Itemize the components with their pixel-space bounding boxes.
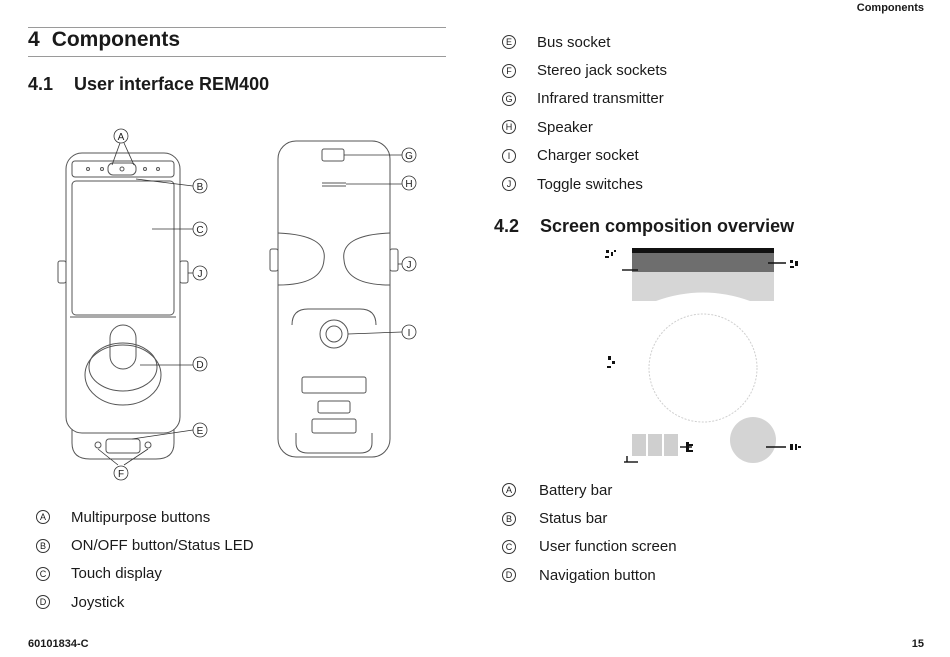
chapter-title: Components <box>51 28 181 51</box>
toggle-switch-left <box>57 260 67 284</box>
infrared-transmitter <box>321 148 345 162</box>
section-heading-4-1: 4.1 User interface REM400 <box>28 74 269 95</box>
running-head: Components <box>856 2 924 14</box>
section-title: User interface REM400 <box>74 74 270 94</box>
front-bottom-module <box>71 429 175 460</box>
svg-text:B: B <box>197 182 204 193</box>
section-title: Screen composition overview <box>540 216 795 236</box>
user-function-screen <box>648 313 758 423</box>
page-number: 15 <box>911 638 924 650</box>
status-bar <box>632 253 774 272</box>
multipurpose-buttons-strip <box>71 160 175 178</box>
document-number: 60101834-C <box>28 638 89 650</box>
back-grip-right <box>343 232 391 286</box>
svg-text:F: F <box>118 469 124 480</box>
screen-composition-diagram <box>605 248 801 463</box>
touch-display <box>71 180 175 316</box>
device-illustration: A B C D E F G H J J I <box>57 128 417 481</box>
back-grip-left <box>277 232 325 286</box>
svg-text:J: J <box>407 260 412 271</box>
joystick-base <box>84 344 162 406</box>
chapter-rule-bottom <box>28 56 446 57</box>
back-housing <box>277 140 391 458</box>
chapter-number: 4 <box>28 28 40 51</box>
navigation-button <box>730 417 776 463</box>
joystick-knob <box>109 324 137 370</box>
callout-G: G <box>401 147 417 163</box>
svg-text:E: E <box>197 426 204 437</box>
callout-I: I <box>401 324 417 340</box>
front-housing <box>65 152 181 434</box>
svg-text:C: C <box>196 225 203 236</box>
svg-text:I: I <box>408 328 411 339</box>
callout-C: C <box>192 221 208 237</box>
section-number: 4.2 <box>494 216 520 236</box>
callout-H: H <box>401 175 417 191</box>
svg-text:J: J <box>198 269 203 280</box>
bus-socket <box>105 438 141 454</box>
user-function-screen-header <box>632 272 774 301</box>
callout-J: J <box>192 265 208 281</box>
toggle-switch-right <box>179 260 189 284</box>
callout-E: E <box>192 422 208 438</box>
stereo-jack-left <box>94 441 102 449</box>
onoff-button <box>107 162 137 176</box>
callout-B: B <box>192 178 208 194</box>
svg-text:G: G <box>405 151 413 162</box>
svg-text:H: H <box>405 179 412 190</box>
callout-A: A <box>113 128 129 144</box>
section-heading-4-2: 4.2 Screen composition overview <box>494 216 794 237</box>
charger-socket <box>319 319 349 349</box>
svg-text:D: D <box>196 360 203 371</box>
chapter-heading: 4 Components <box>28 28 180 52</box>
callout-D: D <box>192 356 208 372</box>
callout-F: F <box>113 465 129 481</box>
callout-J-back: J <box>401 256 417 272</box>
chapter-rule-top <box>28 27 446 28</box>
section-number: 4.1 <box>28 74 54 94</box>
stereo-jack-right <box>144 441 152 449</box>
battery-bar <box>632 248 774 253</box>
svg-text:A: A <box>118 132 125 143</box>
